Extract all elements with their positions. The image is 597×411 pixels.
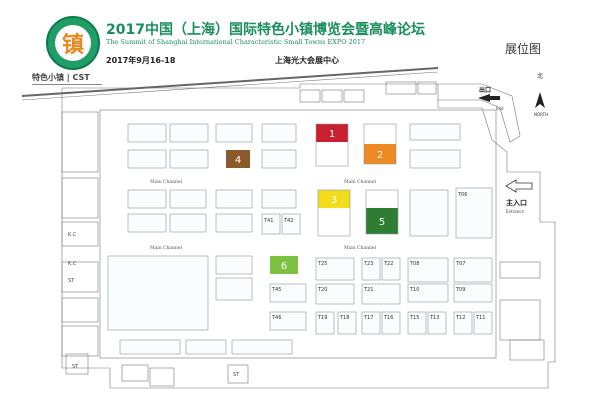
booth-t22[interactable] bbox=[381, 257, 401, 281]
booth-t18[interactable] bbox=[337, 311, 357, 335]
main-channel-label-2: Main Channel bbox=[344, 179, 377, 185]
booth-t13-label: T13 bbox=[429, 315, 439, 321]
booth-t15-label: T15 bbox=[409, 315, 419, 321]
booth-t21-label: T21 bbox=[363, 287, 373, 293]
page-title: 2017中国（上海）国际特色小镇博览会暨高峰论坛 bbox=[106, 22, 425, 38]
booth-t18-label: T18 bbox=[339, 315, 349, 321]
side-label-st-1: ST bbox=[68, 278, 75, 284]
booth-4[interactable] bbox=[226, 150, 250, 168]
booth-2[interactable] bbox=[364, 144, 396, 164]
booth-t07-label: T07 bbox=[455, 261, 465, 267]
booth-t08-label: T08 bbox=[409, 261, 419, 267]
booth-t23-label: T23 bbox=[363, 261, 373, 267]
booth-t46[interactable] bbox=[269, 311, 307, 331]
booth-1[interactable] bbox=[316, 124, 348, 142]
event-venue: 上海光大会展中心 bbox=[275, 56, 339, 65]
booth-t42-label: T42 bbox=[283, 218, 293, 224]
brand-mark: 特色小镇 | CST bbox=[32, 73, 90, 82]
booth-t46-label: T46 bbox=[271, 315, 281, 321]
booth-t06[interactable] bbox=[455, 187, 493, 239]
booth-t19[interactable] bbox=[315, 311, 335, 335]
booth-3[interactable] bbox=[318, 190, 350, 208]
booth-t11[interactable] bbox=[473, 311, 493, 335]
page-subtitle: The Summit of Shanghai International Cha… bbox=[106, 38, 366, 46]
main-channel-label-4: Main Channel bbox=[344, 245, 377, 251]
booth-t15[interactable] bbox=[407, 311, 427, 335]
booth-t08[interactable] bbox=[407, 257, 449, 283]
booth-t07[interactable] bbox=[453, 257, 493, 283]
booth-t10[interactable] bbox=[407, 283, 449, 303]
entrance-label: 主入口 bbox=[506, 198, 527, 207]
entrance-marker: 主入口 Entrance bbox=[505, 179, 533, 214]
main-channel-label-1: Main Channel bbox=[150, 179, 183, 185]
exit-label: 出口 bbox=[479, 86, 491, 94]
booth-t16[interactable] bbox=[381, 311, 401, 335]
booth-t45-label: T45 bbox=[271, 287, 281, 293]
side-label-kc-2: K.C bbox=[68, 261, 77, 267]
booth-t16-label: T16 bbox=[383, 315, 393, 321]
booth-t10-label: T10 bbox=[409, 287, 419, 293]
booth-t13[interactable] bbox=[427, 311, 447, 335]
booth-t17[interactable] bbox=[361, 311, 381, 335]
booth-1-label: 1 bbox=[329, 129, 335, 140]
booth-t19-label: T19 bbox=[317, 315, 327, 321]
side-label-kc-1: K.C bbox=[68, 232, 77, 238]
booth-5[interactable] bbox=[366, 208, 398, 234]
logo-character: 镇 bbox=[55, 25, 91, 61]
booth-t22-label: T22 bbox=[383, 261, 393, 267]
side-label-st-2: ST bbox=[72, 364, 79, 370]
booth-t20-label: T20 bbox=[317, 287, 327, 293]
booth-4-label: 4 bbox=[235, 155, 241, 166]
booth-2-label: 2 bbox=[377, 150, 383, 161]
entrance-en-label: Entrance bbox=[506, 209, 524, 214]
booth-t25[interactable] bbox=[315, 257, 355, 281]
booth-t09-label: T09 bbox=[455, 287, 465, 293]
booth-t21[interactable] bbox=[361, 283, 401, 305]
map-title: 展位图 bbox=[505, 42, 542, 56]
main-channel-label-3: Main Channel bbox=[150, 245, 183, 251]
booth-3-label: 3 bbox=[331, 195, 337, 206]
booth-t42[interactable] bbox=[281, 213, 301, 235]
north-compass: 北 NORTH bbox=[534, 72, 548, 117]
booth-t11-label: T11 bbox=[475, 315, 485, 321]
north-label: 北 bbox=[537, 72, 543, 80]
booth-t12-label: T12 bbox=[455, 315, 465, 321]
expo-logo: 镇 bbox=[46, 16, 100, 70]
booth-t17-label: T17 bbox=[363, 315, 373, 321]
booth-6[interactable] bbox=[270, 256, 298, 274]
booth-t06-label: T06 bbox=[457, 192, 467, 198]
booth-t25-label: T25 bbox=[317, 261, 327, 267]
booth-t09[interactable] bbox=[453, 283, 493, 303]
booth-t45[interactable] bbox=[269, 283, 307, 303]
booth-t20[interactable] bbox=[315, 283, 355, 305]
exit-en-label: Exit bbox=[496, 106, 504, 111]
north-en-label: NORTH bbox=[534, 112, 548, 117]
brand-divider bbox=[32, 84, 102, 85]
booth-t41-label: T41 bbox=[263, 218, 273, 224]
side-label-st-3: ST bbox=[233, 372, 240, 378]
booth-5-label: 5 bbox=[379, 217, 385, 228]
booth-t23[interactable] bbox=[361, 257, 381, 281]
booth-t12[interactable] bbox=[453, 311, 473, 335]
booth-6-label: 6 bbox=[281, 261, 287, 272]
event-date: 2017年9月16-18 bbox=[106, 56, 176, 65]
booth-t41[interactable] bbox=[261, 213, 281, 235]
exit-marker: 出口 Exit bbox=[478, 86, 504, 111]
